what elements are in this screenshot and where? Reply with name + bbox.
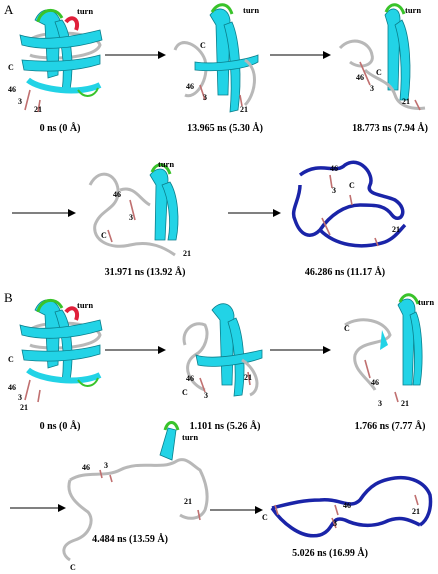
snapshot-b4: turn 46 3 21 C 4.484 ns (13.59 Å)	[62, 421, 209, 572]
residue-label-21: 21	[183, 249, 191, 258]
panel-label-a: A	[4, 2, 14, 17]
residue-label-3: 3	[332, 186, 336, 195]
protein-ribbon	[270, 475, 433, 538]
residue-label-46: 46	[186, 82, 194, 91]
snapshot-caption: 31.971 ns (13.92 Å)	[105, 266, 186, 278]
residue-label-46: 46	[8, 85, 16, 94]
residue-label-46: 46	[330, 164, 338, 173]
residue-label-c: C	[8, 355, 14, 364]
residue-label-turn: turn	[405, 5, 421, 15]
residue-label-turn: turn	[158, 159, 174, 169]
residue-label-turn: turn	[243, 5, 259, 15]
residue-label-3: 3	[203, 93, 207, 102]
residue-label-46: 46	[8, 383, 16, 392]
residue-label-21: 21	[34, 105, 42, 114]
residue-label-21: 21	[402, 97, 410, 106]
snapshot-caption: 1.766 ns (7.77 Å)	[355, 420, 426, 432]
residue-label-turn: turn	[182, 432, 198, 442]
residue-label-c: C	[8, 63, 14, 72]
snapshot-caption: 13.965 ns (5.30 Å)	[187, 122, 263, 134]
residue-label-21: 21	[401, 399, 409, 408]
residue-label-21: 21	[392, 225, 400, 234]
protein-ribbon	[291, 160, 407, 248]
residue-label-46: 46	[82, 463, 90, 472]
snapshot-caption: 18.773 ns (7.94 Å)	[352, 122, 428, 134]
residue-label-c: C	[344, 324, 350, 333]
residue-label-21: 21	[412, 507, 420, 516]
protein-ribbon	[173, 3, 259, 113]
residue-label-3: 3	[104, 461, 108, 470]
residue-label-c: C	[182, 388, 188, 397]
residue-label-46: 46	[186, 374, 194, 383]
residue-label-21: 21	[244, 373, 252, 382]
protein-ribbon	[182, 303, 263, 397]
residue-label-turn: turn	[77, 300, 93, 310]
residue-label-21: 21	[184, 497, 192, 506]
snapshot-caption: 0 ns (0 Å)	[40, 420, 81, 432]
residue-label-c: C	[349, 181, 355, 190]
snapshot-a5: 46 3 C 21 46.286 ns (11.17 Å)	[291, 160, 407, 278]
snapshot-a1: turn C 46 3 21 0 ns (0 Å)	[8, 6, 103, 134]
snapshot-caption: 1.101 ns (5.26 Å)	[190, 420, 261, 432]
residue-label-c: C	[262, 513, 268, 522]
snapshot-caption: 5.026 ns (16.99 Å)	[292, 547, 368, 559]
residue-label-3: 3	[129, 213, 133, 222]
residue-label-c: C	[376, 68, 382, 77]
protein-ribbon	[19, 8, 103, 113]
protein-ribbon	[62, 421, 209, 562]
snapshot-a4: turn 46 3 C 21 31.971 ns (13.92 Å)	[88, 159, 191, 278]
snapshot-a3: turn C 46 3 21 18.773 ns (7.94 Å)	[338, 3, 428, 134]
residue-label-46: 46	[343, 501, 351, 510]
snapshot-caption: 0 ns (0 Å)	[40, 122, 81, 134]
protein-ribbon	[338, 3, 426, 111]
residue-label-46: 46	[113, 190, 121, 199]
protein-ribbon	[88, 163, 179, 257]
residue-label-turn: turn	[77, 6, 93, 16]
residue-label-c: C	[200, 41, 206, 50]
panel-label-b: B	[4, 290, 13, 305]
residue-label-46: 46	[356, 73, 364, 82]
residue-label-21: 21	[240, 105, 248, 114]
residue-label-3: 3	[18, 393, 22, 402]
residue-label-3: 3	[204, 391, 208, 400]
protein-ribbon	[19, 298, 103, 403]
snapshot-b1: turn C 46 3 21 0 ns (0 Å)	[8, 298, 103, 432]
snapshot-caption: 46.286 ns (11.17 Å)	[305, 266, 385, 278]
snapshot-a2: turn C 46 3 21 13.965 ns (5.30 Å)	[173, 3, 263, 134]
protein-ribbon	[344, 293, 423, 403]
residue-label-c: C	[70, 563, 76, 572]
residue-label-21: 21	[20, 403, 28, 412]
residue-label-turn: turn	[418, 297, 434, 307]
residue-label-3: 3	[370, 84, 374, 93]
snapshot-b5: C 46 3 21 5.026 ns (16.99 Å)	[262, 475, 433, 559]
residue-label-3: 3	[18, 97, 22, 106]
snapshot-caption: 4.484 ns (13.59 Å)	[92, 533, 168, 545]
snapshot-b2: 46 21 C 3 1.101 ns (5.26 Å)	[182, 303, 263, 432]
residue-label-3: 3	[333, 519, 337, 528]
residue-label-46: 46	[371, 378, 379, 387]
snapshot-b3: turn C 46 3 21 1.766 ns (7.77 Å)	[344, 293, 434, 432]
residue-label-3: 3	[378, 399, 382, 408]
residue-label-c: C	[101, 231, 107, 240]
